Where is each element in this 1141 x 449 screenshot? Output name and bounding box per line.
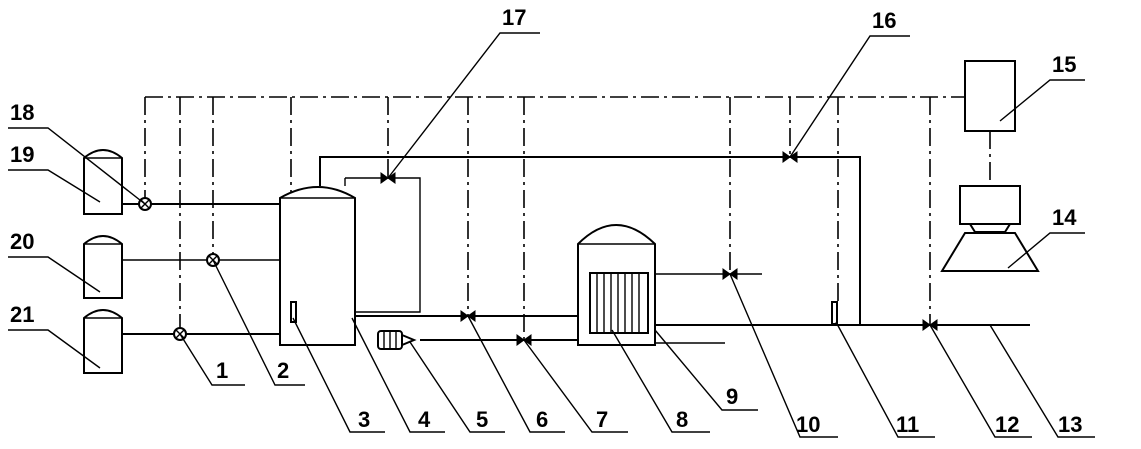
label-5: 5: [476, 407, 488, 432]
label-1: 1: [216, 358, 228, 383]
label-4: 4: [418, 407, 431, 432]
valve-16: [782, 151, 798, 163]
control-lines: [144, 96, 991, 340]
label-13: 13: [1058, 412, 1082, 437]
valve-10: [722, 268, 738, 280]
label-3: 3: [358, 407, 370, 432]
label-20: 20: [10, 229, 34, 254]
sensor-3: [290, 301, 297, 323]
valve-12: [922, 319, 938, 331]
valve-6: [460, 310, 476, 322]
label-6: 6: [536, 407, 548, 432]
sensor-11: [831, 301, 838, 325]
pump-5: [377, 330, 417, 350]
valve-17: [380, 172, 396, 184]
label-8: 8: [676, 407, 688, 432]
label-18: 18: [10, 100, 34, 125]
label-14: 14: [1052, 205, 1077, 230]
main-vessel-4: [279, 186, 356, 346]
part-labels: 17 16 15 14 18 19 20 21 1 2 3 4 5 6 7 8 …: [10, 5, 1082, 437]
display-unit: [959, 185, 1021, 233]
label-9: 9: [726, 384, 738, 409]
label-15: 15: [1052, 52, 1076, 77]
leader-lines: [8, 32, 1095, 438]
process-lines: [122, 156, 1030, 344]
label-19: 19: [10, 142, 34, 167]
label-21: 21: [10, 302, 34, 327]
label-12: 12: [995, 412, 1019, 437]
controller-15: [964, 60, 1016, 132]
heat-exchanger-coil-8: [589, 272, 649, 334]
label-17: 17: [502, 5, 526, 30]
equipment-14: [940, 232, 1040, 272]
label-7: 7: [596, 407, 608, 432]
label-16: 16: [872, 8, 896, 33]
feed-tank-21: [83, 309, 123, 374]
valve-7: [516, 334, 532, 346]
label-10: 10: [796, 412, 820, 437]
label-11: 11: [896, 412, 919, 437]
feed-tank-20: [83, 235, 123, 299]
label-2: 2: [277, 358, 289, 383]
